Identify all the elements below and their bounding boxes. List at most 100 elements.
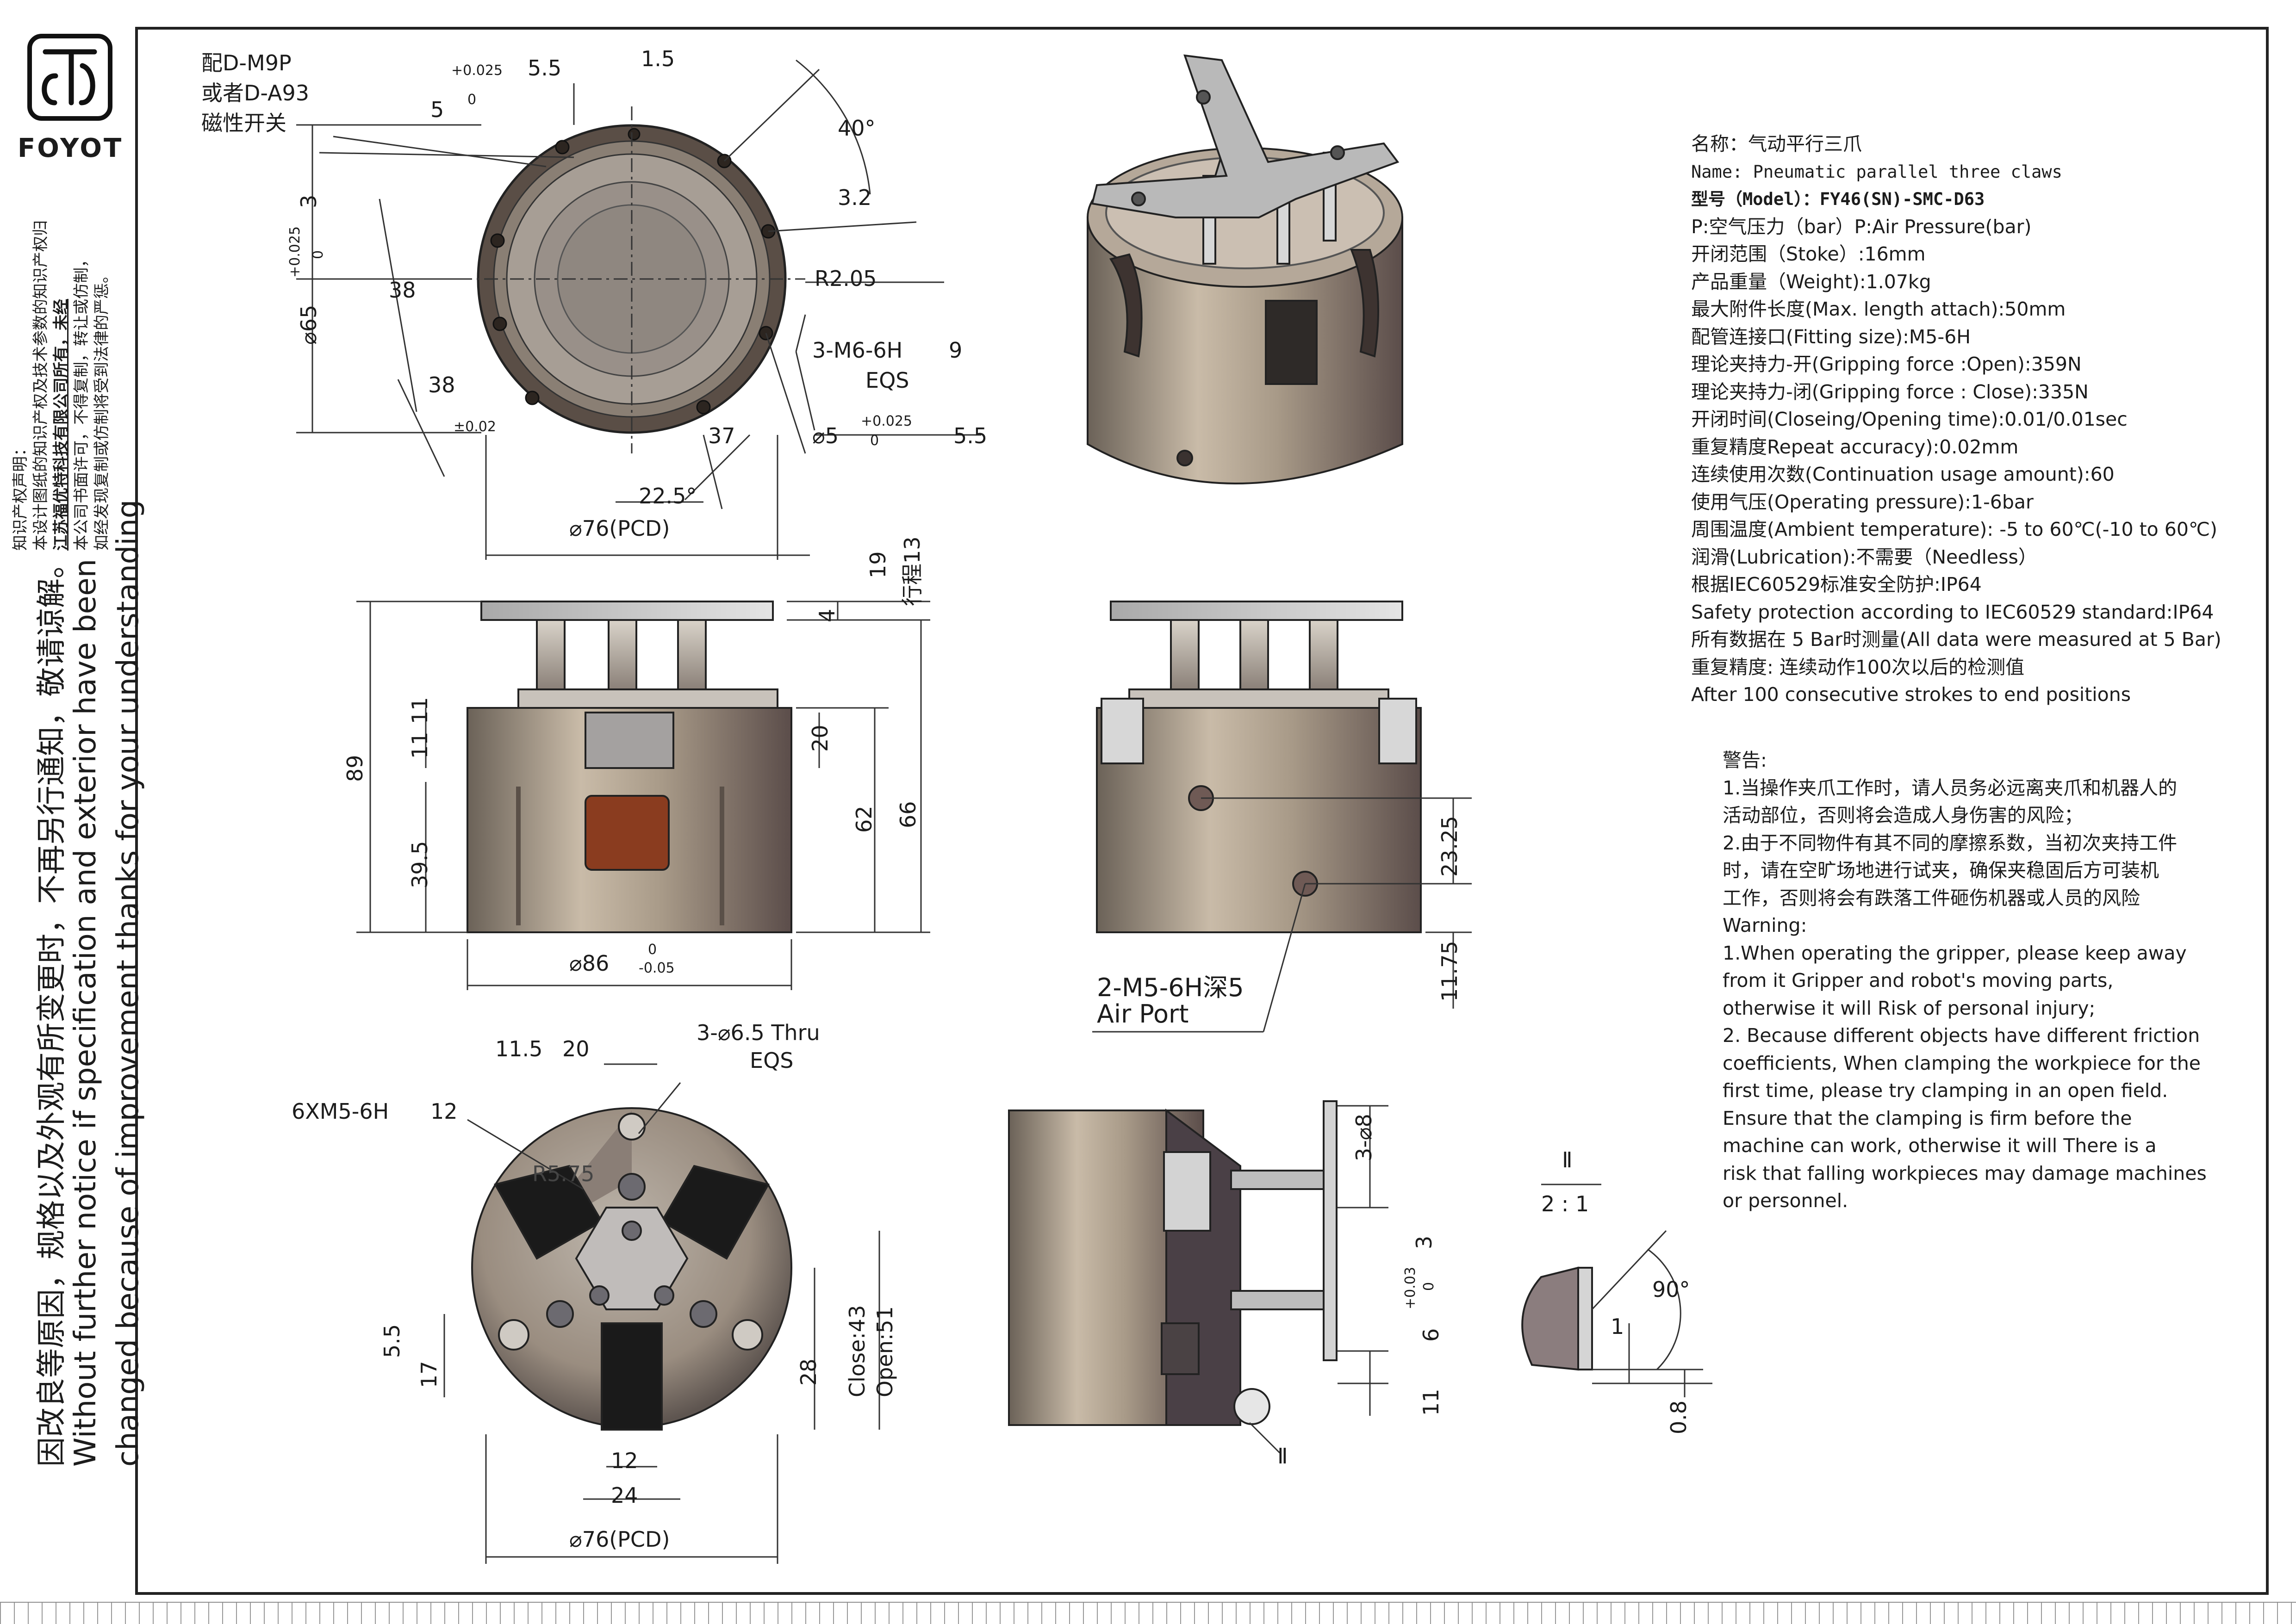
dim-m5-depth: 12 [430,1099,458,1124]
bottom-dimension-lines [443,1063,880,1564]
dim-38a: 38 [389,278,416,303]
spec-line: Safety protection according to IEC60529 … [1691,601,2214,623]
side-view [1096,601,1422,933]
dim-2325: 23.25 [1437,816,1462,877]
dim-62: 62 [852,806,877,833]
dim-1: 1 [1611,1314,1624,1339]
drawing-frame [135,27,2269,1595]
bottom-ruler [0,1602,2296,1624]
airport-spec: 2-M5-6H深5 [1097,973,1244,1002]
dim-sec-depth: 3 [1412,1235,1437,1249]
spec-line: 最大附件长度(Max. length attach):50mm [1691,298,2066,320]
warning-line: coefficients, When clamping the workpiec… [1723,1052,2201,1074]
dim-angle-90: 90° [1652,1277,1690,1302]
dim-19: 19 [865,551,890,578]
dim-395: 39.5 [407,841,432,888]
dim-38b: 38 [428,372,455,397]
warning-line: machine can work, otherwise it will Ther… [1723,1134,2157,1157]
dim-phi65-up: +0.025 [287,226,303,278]
spec-line: 重复精度: 连续动作100次以后的检测值 [1691,656,2025,678]
airport-label: Air Port [1097,999,1189,1029]
front-dimension-lines [356,601,930,990]
dim-eqs-bottom: EQS [750,1048,794,1073]
dim-55: 5.5 [380,1324,404,1358]
spec-list: 名称：气动平行三爪 Name: Pneumatic parallel three… [1691,130,2270,709]
spec-line: 根据IEC60529标准安全防护:IP64 [1691,573,1982,595]
spec-line: 产品重量（Weight):1.07kg [1691,270,1931,293]
dim-phi65: ⌀65 [296,304,321,345]
section-dimension-lines [1249,1105,1388,1454]
dim-08: 0.8 [1666,1400,1691,1434]
spec-line: Name: Pneumatic parallel three claws [1691,161,2062,182]
warning-line: 警告: [1723,749,1767,771]
spec-line: 理论夹持力-闭(Gripping force : Close):335N [1691,380,2089,403]
dim-115: 11.5 [495,1036,543,1061]
sensor-label-1: 配D-M9P [201,50,292,75]
dim-tol-002: ±0.02 [454,419,496,435]
dim-close: Close:43 [845,1305,870,1397]
dim-phi5: ⌀5 [812,423,839,448]
warning-line: otherwise it will Risk of personal injur… [1723,997,2096,1019]
dim-m6-depth: 9 [949,338,963,363]
spec-line: 开闭时间(Closeing/Opening time):0.01/0.01sec [1691,408,2128,430]
dim-6: 6 [1419,1328,1444,1342]
product-render [1087,54,1403,484]
spec-line: 周围温度(Ambient temperature): -5 to 60℃(-10… [1691,518,2217,540]
dim-sec-lo: 0 [1421,1282,1437,1291]
front-view [467,601,792,933]
warning-line: 时，请在空旷场地进行试夹，确保夹稳固后方可装机 [1723,859,2159,881]
spec-line: 配管连接口(Fitting size):M5-6H [1691,325,1971,348]
dim-12: 12 [611,1448,638,1473]
spec-line: 所有数据在 5 Bar时测量(All data were measured at… [1691,628,2221,651]
dim-depth-55: 5.5 [528,56,562,81]
dim-phi86-lo: -0.05 [639,960,675,976]
dim-37: 37 [708,423,735,448]
dim-4: 4 [815,608,840,622]
dim-11-sec: 11 [1419,1388,1444,1416]
dim-pcd76-bottom: ⌀76(PCD) [569,1527,670,1552]
warning-list: 警告: 1.当操作夹爪工作时，请人员务必远离夹爪和机器人的 活动部位，否则将会造… [1723,747,2241,1215]
dim-r205: R2.05 [815,266,877,291]
dim-5: 5 [430,97,444,122]
top-view [296,59,981,560]
spec-line: After 100 consecutive strokes to end pos… [1691,683,2131,706]
dim-phi86: ⌀86 [569,951,610,976]
spec-line: 润滑(Lubrication):不需要（Needless） [1691,545,2037,568]
dim-24: 24 [611,1483,638,1508]
spec-line: P:空气压力（bar）P:Air Pressure(bar) [1691,215,2032,238]
dim-m6: 3-M6-6H [812,338,903,363]
detail-title: Ⅱ [1562,1147,1573,1172]
dim-tol-lo: 0 [467,92,477,108]
dim-28: 28 [796,1358,821,1386]
warning-line: 2.由于不同物件有其不同的摩擦系数，当初次夹持工件 [1723,831,2178,854]
dim-phi8: 3-⌀8 [1351,1114,1376,1161]
dim-32: 3.2 [838,185,872,210]
warning-line: 1.When operating the gripper, please kee… [1723,942,2187,964]
dim-open: Open:51 [872,1306,897,1397]
dim-thru-holes: 3-⌀6.5 Thru [697,1020,820,1045]
dim-phi5-lo: 0 [870,433,879,449]
dim-11b: 11 [407,731,432,759]
foyot-logo [27,34,112,121]
dim-eqs: EQS [865,368,909,393]
dim-17: 17 [417,1361,442,1388]
dim-11a: 11 [407,697,432,724]
dim-phi5-up: +0.025 [861,413,913,429]
spec-line: 连续使用次数(Continuation usage amount):60 [1691,463,2115,485]
spec-line: 型号（Model）：FY46(SN)-SMC-D63 [1691,189,1985,209]
dim-angle-40: 40° [838,116,876,141]
dim-115-depth: 20 [562,1036,590,1061]
detail-scale: 2 : 1 [1541,1191,1589,1216]
brand-name: FOYOT [18,133,124,163]
spec-line: 理论夹持力-开(Gripping force :Open):359N [1691,353,2082,375]
dim-phi65-lo: 0 [310,250,326,259]
sensor-label-3: 磁性开关 [201,111,286,136]
dim-phi5-depth: 5.5 [953,423,988,448]
section-callout: Ⅱ [1277,1444,1288,1469]
warning-line: risk that falling workpieces may damage … [1723,1162,2207,1184]
warning-line: or personnel. [1723,1190,1848,1212]
dim-tol-up: +0.025 [451,62,503,79]
spec-line: 重复精度Repeat accuracy):0.02mm [1691,435,2019,458]
dim-1175: 11.75 [1437,941,1462,1002]
warning-line: 活动部位，否则将会造成人身伤害的风险； [1723,804,2083,826]
